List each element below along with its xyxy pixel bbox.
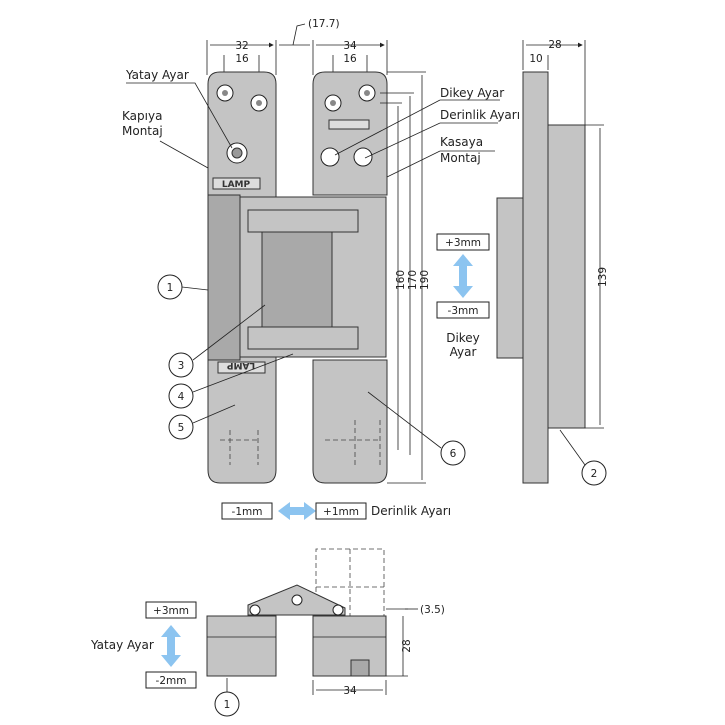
label-kasaya-montaj: Montaj	[440, 151, 481, 165]
vertical-minus: -3mm	[448, 305, 479, 317]
vertical-label-2: Ayar	[450, 345, 477, 359]
horizontal-minus: -2mm	[156, 675, 187, 687]
horizontal-plus: +3mm	[153, 605, 189, 617]
dim-gap: (17.7)	[308, 18, 340, 30]
depth-adjust: -1mm +1mm Derinlik Ayarı	[221, 502, 451, 520]
label-derinlik-ayari: Derinlik Ayarı	[440, 108, 520, 122]
vertical-arrow-icon	[453, 254, 473, 298]
horizontal-adjust-arrow-icon	[161, 625, 181, 667]
bottom-view: (3.5) 28 34 1	[206, 548, 445, 717]
vertical-adjust: +3mm -3mm Dikey Ayar	[436, 233, 490, 359]
callout-1: 1	[167, 282, 174, 294]
label-dikey-ayar: Dikey Ayar	[440, 86, 504, 100]
callout-4: 4	[178, 391, 185, 403]
dim-160: 160	[395, 270, 407, 290]
callout-3: 3	[178, 360, 185, 372]
callout-2: 2	[591, 468, 598, 480]
dim-right-hole: 16	[343, 53, 357, 65]
depth-label: Derinlik Ayarı	[371, 504, 451, 518]
side-view: 28 10 139	[496, 39, 609, 484]
dim-170: 170	[407, 270, 419, 290]
vertical-plus: +3mm	[445, 237, 481, 249]
depth-minus: -1mm	[232, 506, 263, 518]
hinge-arm	[239, 196, 387, 358]
dim-bottom-gap: (3.5)	[420, 604, 445, 616]
label-kasaya: Kasaya	[440, 135, 483, 149]
frame-plate	[312, 71, 388, 484]
label-yatay-ayar: Yatay Ayar	[125, 68, 189, 82]
callout-1-bottom: 1	[224, 699, 231, 711]
label-kapiya: Kapıya	[122, 109, 162, 123]
callouts: 1 2 3 4 5 6	[157, 274, 607, 486]
logo-bottom: LAMP	[226, 360, 255, 370]
horizontal-adjust: +3mm -2mm Yatay Ayar	[90, 601, 197, 689]
dim-left-hole: 16	[235, 53, 249, 65]
height-dimensions: 160 170 190	[380, 71, 431, 484]
label-kapiya-montaj: Montaj	[122, 124, 163, 138]
dim-bottom-height: 28	[401, 639, 413, 652]
dim-190: 190	[419, 270, 431, 290]
dim-side-width: 28	[548, 39, 561, 51]
dim-right-width: 34	[343, 40, 357, 52]
logo-top: LAMP	[222, 180, 251, 190]
callout-5: 5	[178, 422, 185, 434]
horizontal-label: Yatay Ayar	[90, 638, 154, 652]
dim-side-offset: 10	[529, 53, 542, 65]
depth-plus: +1mm	[323, 506, 359, 518]
dim-139: 139	[597, 267, 609, 287]
horizontal-arrow-icon	[278, 502, 316, 520]
part-labels: Yatay Ayar Kapıya Montaj Dikey Ayar Deri…	[122, 68, 520, 178]
dim-bottom-width: 34	[343, 685, 357, 697]
callout-6: 6	[450, 448, 457, 460]
vertical-label-1: Dikey	[446, 331, 480, 345]
dim-left-width: 32	[235, 40, 248, 52]
